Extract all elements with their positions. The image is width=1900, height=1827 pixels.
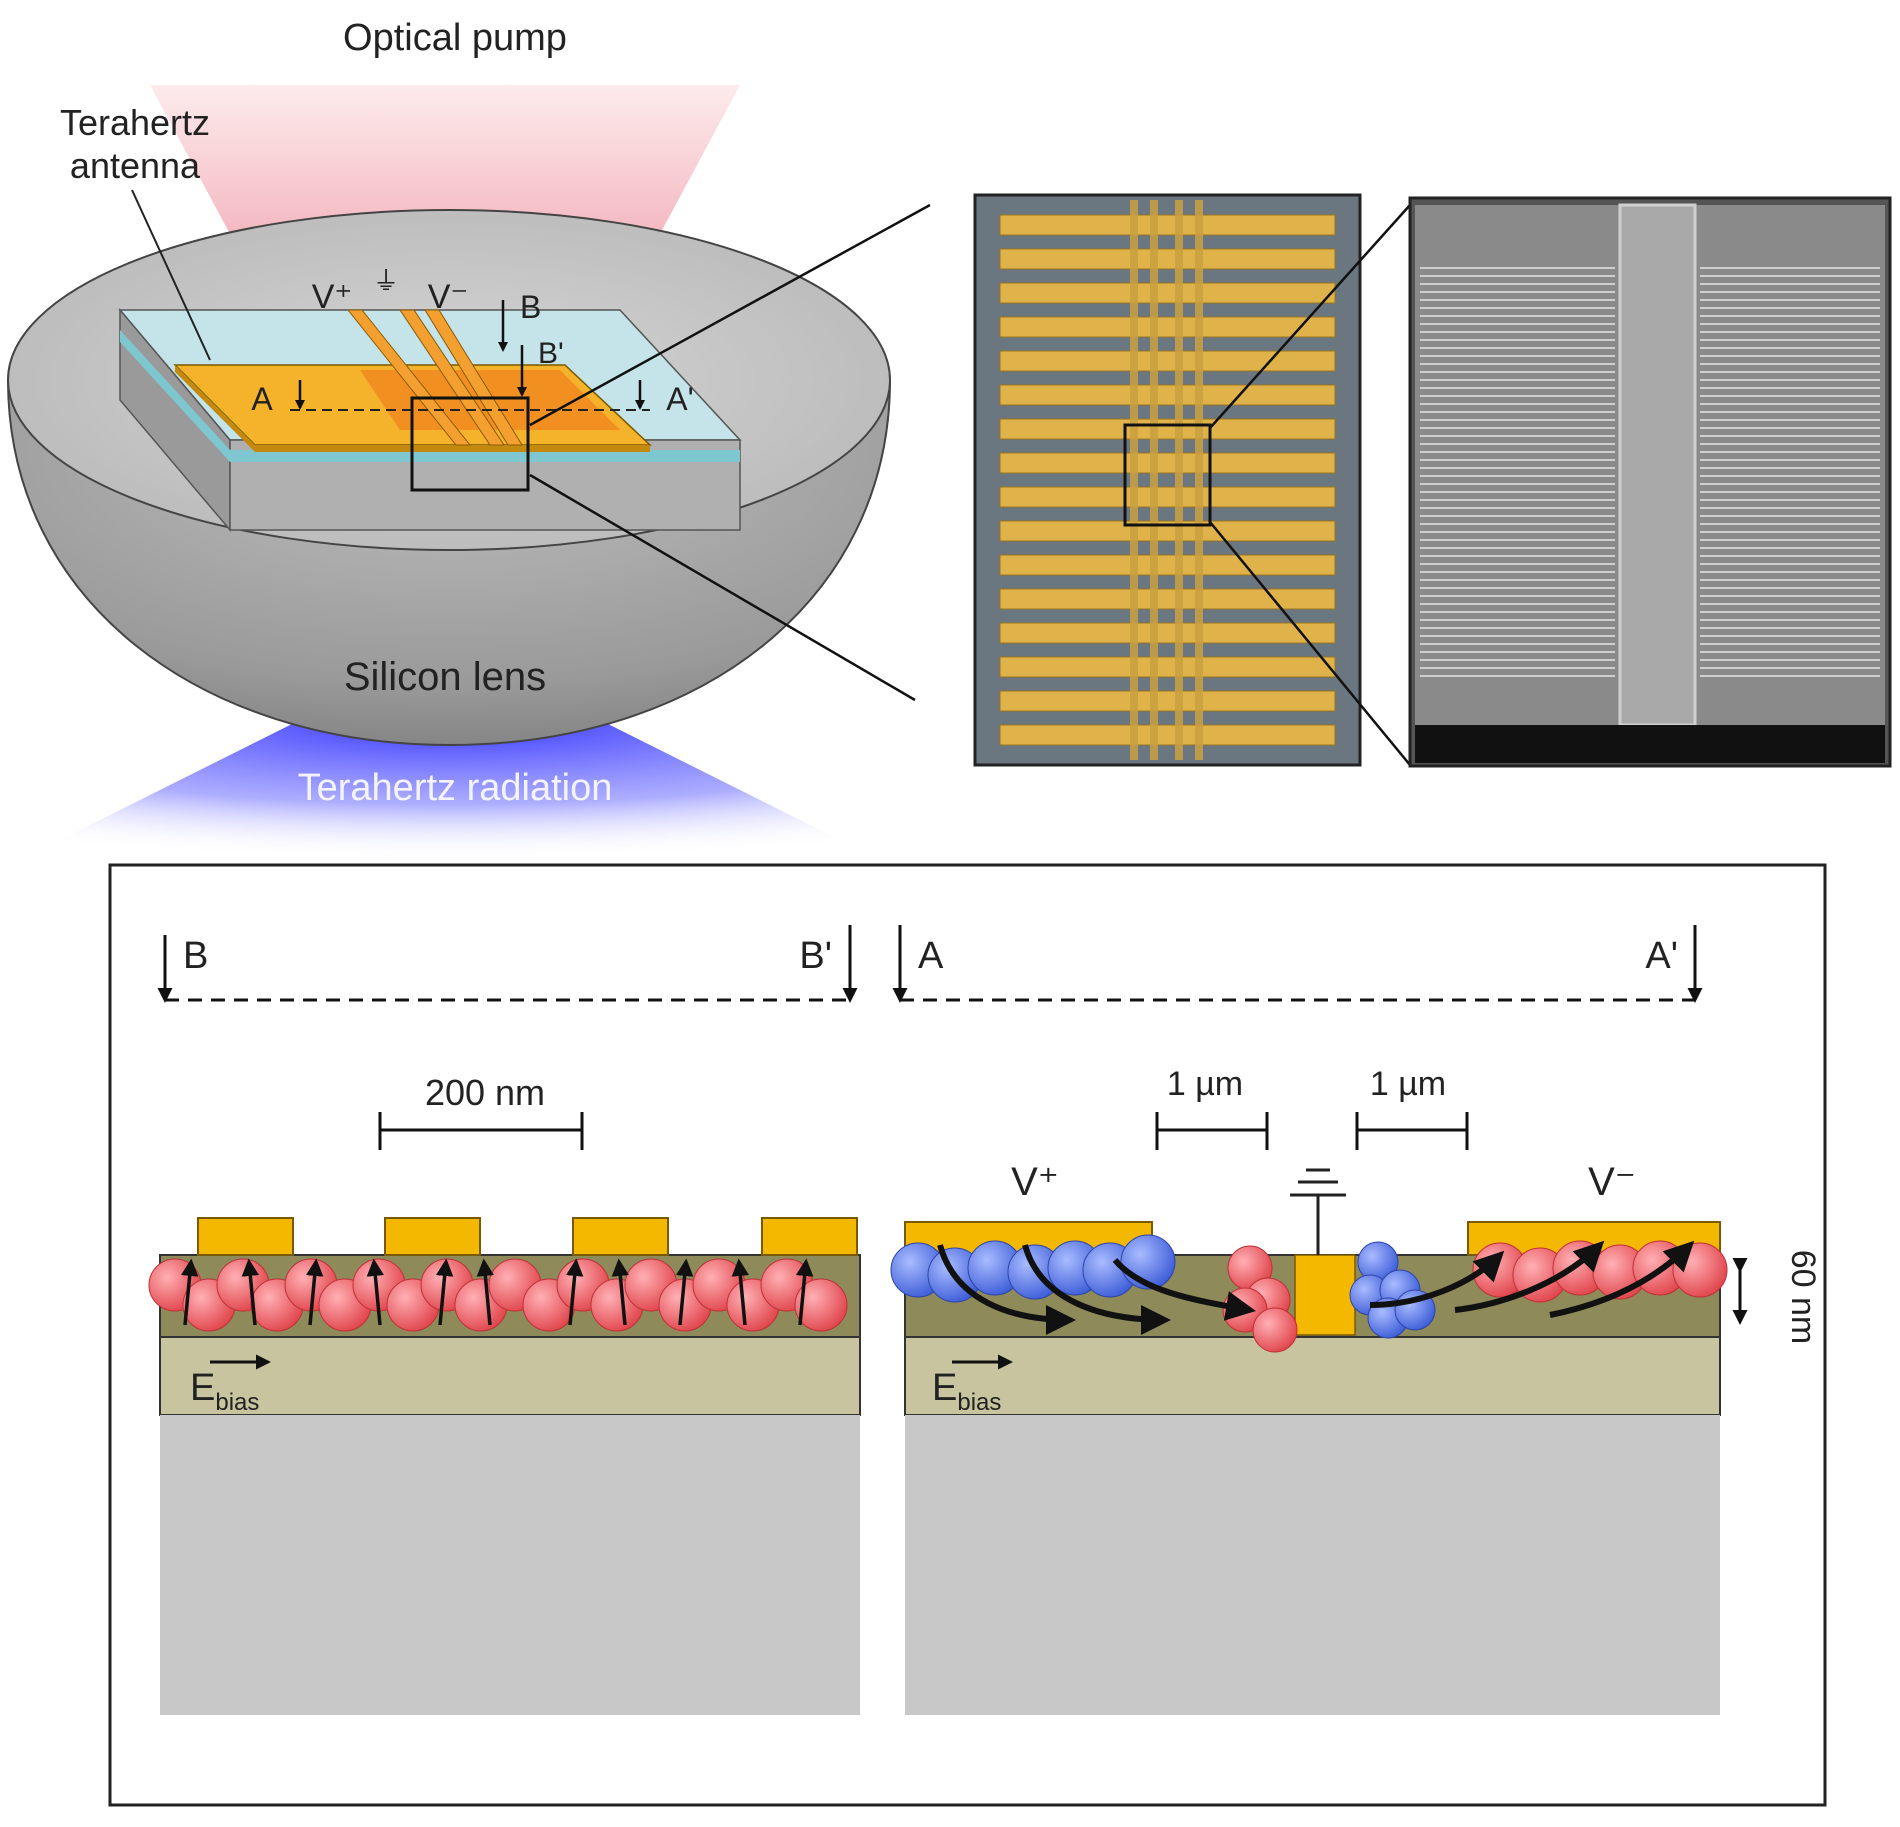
interdigitated-electrodes [999, 214, 1336, 746]
electrode-finger [999, 452, 1336, 474]
substrate-right [905, 1415, 1720, 1715]
electrode-finger [999, 588, 1336, 610]
electrode-finger [999, 248, 1336, 270]
gold-nanograting [197, 1217, 294, 1256]
ebias-label-left: Ebias [190, 1367, 259, 1416]
a-label-top: A [251, 381, 273, 417]
field-arrow [305, 1258, 324, 1326]
field-arrow [565, 1258, 584, 1326]
electrode-finger [999, 350, 1336, 372]
hole-carrier [794, 1278, 848, 1332]
b-prime-label-top: B' [538, 337, 564, 370]
field-arrow [675, 1258, 694, 1326]
terahertz-radiation-label: Terahertz radiation [298, 767, 613, 809]
electrode-finger [999, 282, 1336, 304]
v-plus-label-cross: V⁺ [1011, 1160, 1059, 1204]
field-arrow [795, 1258, 814, 1326]
field-arrow [241, 1258, 260, 1326]
ground-icon [1290, 1168, 1346, 1255]
substrate-left [160, 1415, 860, 1715]
field-arrow [180, 1258, 199, 1326]
terahertz-radiation-beam [20, 720, 880, 860]
ebias-label-right: Ebias [932, 1367, 1001, 1416]
nanogratings [1420, 267, 1880, 677]
scale-1um-left: 1 µm [1167, 1065, 1243, 1103]
electrode-finger [999, 622, 1336, 644]
photoconductive-chip [118, 307, 742, 533]
silicon-lens-label: Silicon lens [344, 655, 546, 699]
electrode-finger [999, 656, 1336, 678]
cross-section-b: B B' 200 nm Ebias [148, 925, 861, 1715]
b-prime-label: B' [799, 935, 832, 977]
antenna-label-line1: Terahertz [60, 102, 210, 143]
a-prime-label: A' [1645, 935, 1678, 977]
field-arrow [435, 1258, 454, 1326]
a-label: A [918, 935, 944, 977]
gold-nanograting [384, 1217, 481, 1256]
carrier-drift-arrows [937, 1240, 1695, 1335]
ground-symbol: ⏚ [373, 266, 399, 296]
thickness-label: 60 nm [1784, 1250, 1822, 1345]
gold-nanograting [761, 1217, 858, 1256]
scale-200nm: 200 nm [425, 1072, 545, 1113]
electrode-finger [999, 520, 1336, 542]
field-arrow [731, 1258, 750, 1326]
optical-micrograph [973, 193, 1411, 767]
electrode-finger [999, 554, 1336, 576]
field-arrow [611, 1258, 630, 1326]
sem-image [1408, 196, 1892, 768]
zoom-box-micrograph [1123, 423, 1212, 527]
v-plus-label: V⁺ [312, 278, 353, 316]
b-label: B [183, 935, 208, 977]
hole-carrier [1252, 1307, 1298, 1353]
electrode-finger [999, 724, 1336, 746]
v-minus-label-cross: V⁻ [1588, 1160, 1636, 1204]
electrode-finger [999, 214, 1336, 236]
sem-center-electrode [1618, 203, 1697, 727]
optical-pump-label: Optical pump [343, 17, 567, 59]
electrode-finger [999, 316, 1336, 338]
b-label-top: B [520, 289, 541, 325]
gold-nanograting [572, 1217, 669, 1256]
ground-electrode [1294, 1254, 1356, 1336]
device-illustration: Optical pump [6, 17, 931, 860]
field-arrow [366, 1258, 385, 1326]
scale-1um-right: 1 µm [1370, 1065, 1446, 1103]
electrode-finger [999, 690, 1336, 712]
electrode-finger [999, 486, 1336, 508]
v-minus-label: V⁻ [428, 278, 469, 316]
cross-section-a: A A' 1 µm 1 µm V⁺ V⁻ [890, 925, 1822, 1715]
field-arrow [476, 1258, 495, 1326]
antenna-label-line2: antenna [70, 145, 201, 186]
electrode-finger [999, 418, 1336, 440]
a-prime-label-top: A' [666, 381, 693, 417]
zoom-box-chip [410, 396, 530, 492]
electrode-finger [999, 384, 1336, 406]
